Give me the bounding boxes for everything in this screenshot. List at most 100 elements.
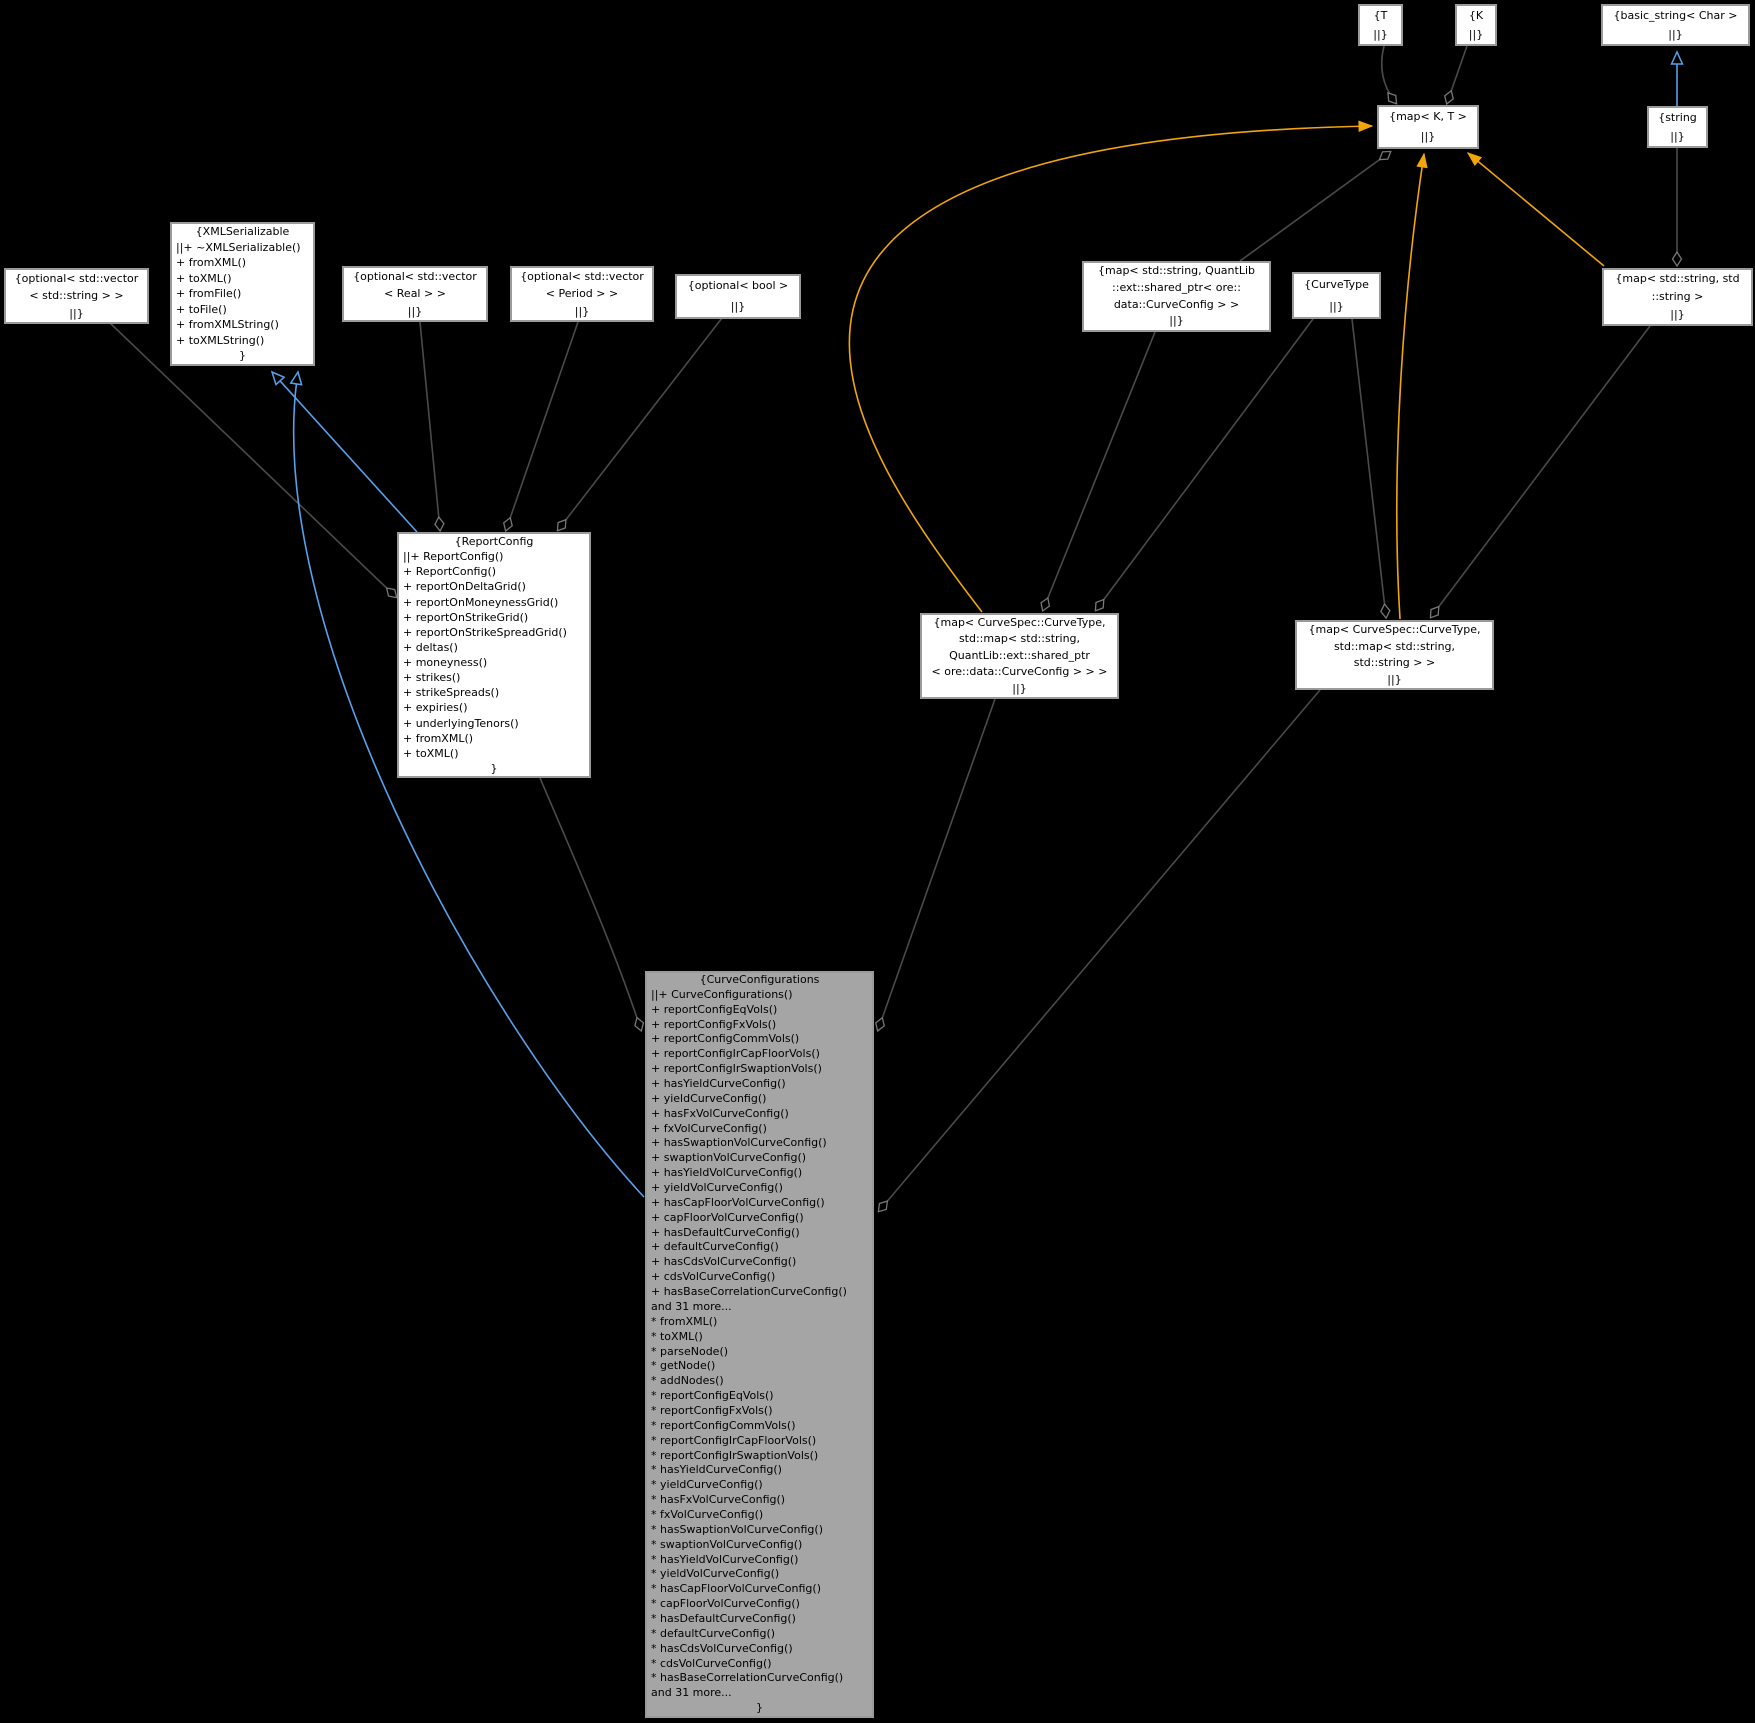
node-text-line: {optional< std::vector [14,272,139,286]
node-text-line: + reportOnMoneynessGrid() [403,595,559,609]
class-node-reportconfig[interactable]: {ReportConfig ||+ ReportConfig()+ ReportC… [397,532,591,778]
edge-aggregation-optional-bool--reportconfig [558,317,723,530]
node-text-line: + toXMLString() [176,333,265,347]
node-text-line: + underlyingTenors() [403,716,519,730]
node-text-line: * reportConfigIrSwaptionVols() [651,1448,819,1462]
class-node-optional-bool[interactable]: {optional< bool > ||} [675,274,801,319]
node-text-line: ||} [1373,28,1388,41]
class-node-optional-vector-string[interactable]: {optional< std::vector< std::string > >|… [4,268,149,324]
node-text-line: + hasYieldVolCurveConfig() [651,1166,803,1180]
node-text-line: * defaultCurveConfig() [651,1626,776,1640]
node-text-line: * hasCapFloorVolCurveConfig() [651,1582,821,1596]
node-text-line: * toXML() [651,1329,703,1343]
class-node-basic-string-char[interactable]: {basic_string< Char >||} [1601,4,1750,46]
node-text-line: + reportConfigCommVols() [651,1032,800,1046]
node-text-line: * yieldCurveConfig() [651,1478,763,1492]
node-text-line: + capFloorVolCurveConfig() [651,1210,804,1224]
node-text-line: {map< std::string, std [1615,272,1740,285]
node-text-line: + fromXML() [403,731,474,745]
node-text-line: ||+ ~XMLSerializable() [176,240,301,254]
node-text-line: ||} [69,306,84,320]
node-text-line: * fromXML() [651,1314,718,1328]
class-node-map-curvespec-curveconfig[interactable]: {map< CurveSpec::CurveType,std::map< std… [920,613,1119,699]
class-node-optional-vector-real[interactable]: {optional< std::vector< Real > >||} [342,266,488,322]
node-text-line: {T [1373,9,1388,22]
node-text-line: ||} [1468,28,1484,41]
edge-aggregation-map-string-curveconfig--map-k-t [1239,152,1390,262]
node-text-line: * hasYieldCurveConfig() [651,1463,782,1477]
class-node-map-curvespec-string[interactable]: {map< CurveSpec::CurveType,std::map< std… [1295,620,1494,690]
node-text-line: ||+ ReportConfig() [403,550,504,564]
node-text-line: and 31 more... [651,1299,732,1313]
node-text-line: {map< CurveSpec::CurveType, [1308,623,1481,636]
node-text-line: * cdsVolCurveConfig() [651,1656,772,1670]
edge-aggregation-k-param--map-k-t [1447,45,1468,103]
edge-aggregation-map-curvespec-string--curveconfigurations [879,689,1321,1211]
class-node-xml-serializable[interactable]: {XMLSerializable ||+ ~XMLSerializable() + … [170,222,315,366]
node-text-line: ||+ CurveConfigurations() [651,987,793,1001]
node-text-line: * hasYieldVolCurveConfig() [651,1552,799,1566]
node-text-line: ||} [1668,28,1683,41]
node-text-line: ||} [1670,130,1685,143]
node-text-line: * parseNode() [651,1344,729,1358]
node-text-line: {K [1468,9,1484,22]
node-text-line: QuantLib::ext::shared_ptr [949,648,1090,662]
node-text-line: * hasBaseCorrelationCurveConfig() [651,1671,844,1685]
node-text-line: ||} [730,299,746,313]
node-text-line: + hasYieldCurveConfig() [651,1077,786,1091]
class-node-map-string-string[interactable]: {map< std::string, std::string >||} [1602,268,1753,326]
node-text-line: ||} [407,304,423,318]
node-text-line: std::map< std::string, [958,632,1081,646]
node-text-line: < ore::data::CurveConfig > > > [931,665,1108,679]
node-text-line: {optional< std::vector [520,270,644,284]
node-text-line: + reportConfigIrSwaptionVols() [651,1062,822,1076]
node-text-line: {ReportConfig [454,535,534,548]
node-text-line: + toFile() [176,302,227,316]
node-text-line: ||} [1420,130,1436,143]
node-text-line: * reportConfigIrCapFloorVols() [651,1433,817,1447]
node-text-line: + reportOnStrikeSpreadGrid() [403,625,567,639]
node-text-line: } [756,1701,763,1715]
class-node-curveconfigurations[interactable]: {CurveConfigurations||+ CurveConfigurati… [645,971,874,1718]
node-text-line: + yieldVolCurveConfig() [651,1181,783,1195]
edge-template-map-string-string--map-k-t [1466,152,1605,267]
node-text-line: + cdsVolCurveConfig() [651,1270,776,1284]
node-text-line: {CurveConfigurations [699,973,820,987]
node-text-line: {XMLSerializable [195,224,290,238]
class-node-curvetype[interactable]: {CurveType ||} [1292,272,1381,319]
edge-aggregation-reportconfig--curveconfigurations [539,777,641,1030]
node-text-line: ||} [1670,308,1685,321]
edge-aggregation-map-string-curveconfig--map-curvespec-curveconfig [1043,331,1156,610]
class-node-map-k-t[interactable]: {map< K, T >||} [1377,105,1479,149]
edge-aggregation-map-curvespec-curveconfig--curveconfigurations [878,698,996,1030]
node-text-line: + yieldCurveConfig() [651,1091,767,1105]
node-text-line: + reportOnDeltaGrid() [403,580,526,594]
node-text-line: + fromFile() [176,287,242,301]
edge-aggregation-curvetype--map-curvespec-string [1351,318,1386,617]
node-text-line: ||} [1329,299,1344,313]
class-node-k-param[interactable]: {K ||} [1455,4,1497,46]
class-node-t-param[interactable]: {T ||} [1358,4,1403,46]
node-text-line: + reportOnStrikeGrid() [403,610,529,624]
edge-inheritance-curveconfigurations--xml-serializable [294,372,645,1198]
node-text-line: + ReportConfig() [403,565,497,579]
node-text-line: } [490,761,498,775]
node-text-line: * yieldVolCurveConfig() [651,1567,780,1581]
class-node-string[interactable]: {string ||} [1647,106,1708,148]
node-text-line: + fromXML() [176,256,247,270]
node-text-line: ::ext::shared_ptr< ore:: [1112,280,1241,294]
node-text-line: {optional< bool > [687,279,789,292]
node-text-line: + toXML() [403,746,459,760]
node-text-line: * fxVolCurveConfig() [651,1507,764,1521]
node-text-line: {string [1658,111,1697,124]
node-text-line: + fxVolCurveConfig() [651,1121,767,1135]
class-node-optional-vector-period[interactable]: {optional< std::vector< Period > >||} [510,266,654,322]
node-text-line: + hasFxVolCurveConfig() [651,1106,789,1120]
node-text-line: {CurveType [1304,278,1369,291]
node-text-line: + hasBaseCorrelationCurveConfig() [651,1285,847,1299]
node-text-line: ::string > [1651,290,1704,303]
node-text-line: {optional< std::vector [353,270,477,284]
class-node-map-string-curveconfig[interactable]: {map< std::string, QuantLib::ext::shared… [1082,261,1271,332]
node-text-line: < std::string > > [29,289,124,303]
